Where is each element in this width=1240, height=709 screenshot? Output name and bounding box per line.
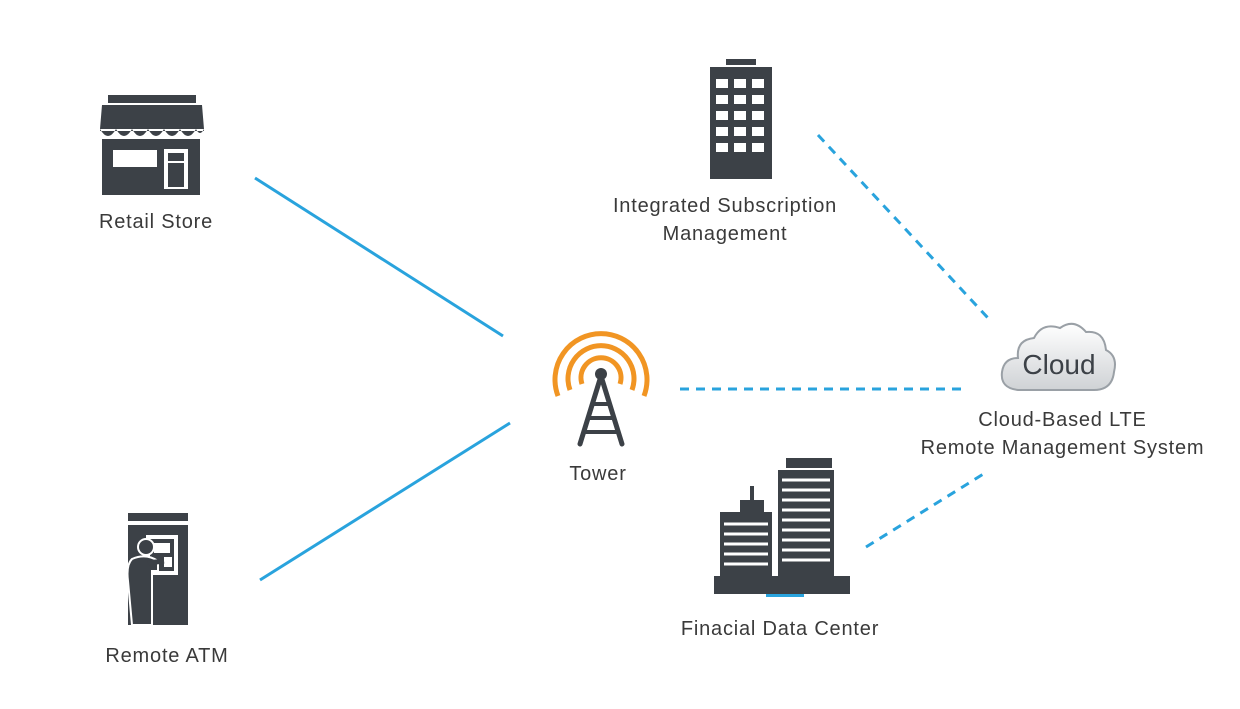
cloud-icon: Cloud xyxy=(1000,322,1116,391)
link-retail-store-to-tower xyxy=(254,176,504,338)
retail-store-label: Retail Store xyxy=(98,211,214,233)
link-subscription-to-cloud xyxy=(816,133,990,320)
cloud-label: Cloud-Based LTE Remote Management System xyxy=(895,406,1230,462)
cell-tower-icon xyxy=(552,331,650,447)
storefront-icon xyxy=(100,95,204,195)
atm-user-icon xyxy=(126,513,188,625)
tower-label: Tower xyxy=(569,463,627,485)
link-data-center-to-cloud xyxy=(865,471,986,549)
office-building-icon xyxy=(710,59,772,179)
cloud-icon-text: Cloud xyxy=(1022,349,1095,380)
subscription-label: Integrated Subscription Management xyxy=(575,192,875,248)
cloud-label-line1: Cloud-Based LTE xyxy=(978,409,1147,431)
remote-atm-label: Remote ATM xyxy=(105,645,229,667)
cloud-label-line2: Remote Management System xyxy=(920,437,1205,459)
subscription-label-line1: Integrated Subscription xyxy=(612,195,838,217)
city-buildings-icon xyxy=(714,458,850,597)
data-center-label: Finacial Data Center xyxy=(680,618,880,640)
subscription-label-line2: Management xyxy=(662,223,788,245)
link-remote-atm-to-tower xyxy=(259,421,511,582)
